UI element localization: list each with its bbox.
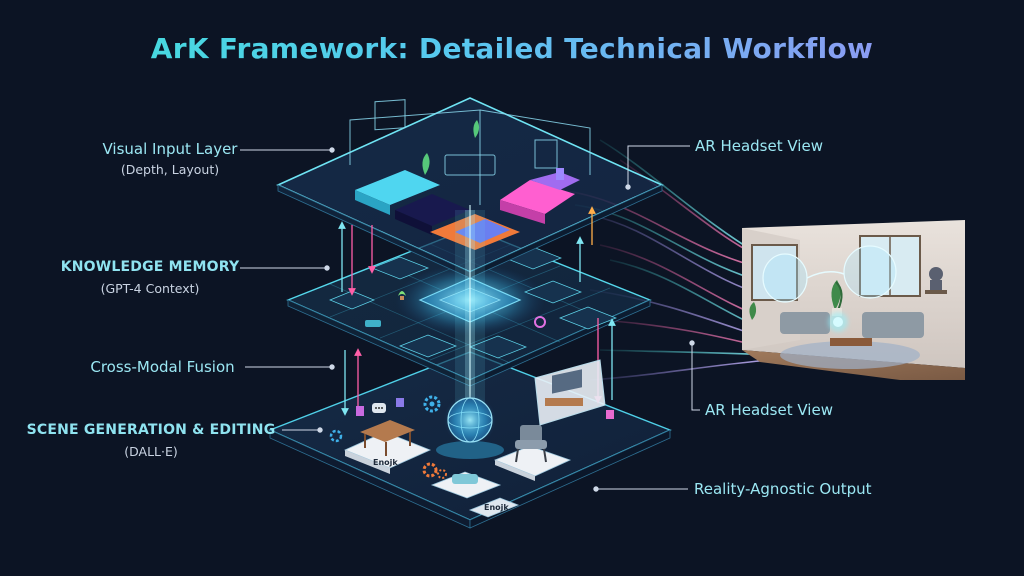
floating-preview-panel <box>534 359 606 426</box>
scene-generation-content: Enojk Enojk <box>329 359 614 518</box>
gear-icon <box>423 395 441 413</box>
gear-icon <box>422 462 447 479</box>
label-visual-input-sub: (Depth, Layout) <box>120 162 220 177</box>
plant-icon <box>422 120 480 175</box>
sofa-card <box>430 471 502 499</box>
chair-icon <box>515 425 547 463</box>
table-card: Enojk <box>343 420 432 474</box>
central-light-beam <box>455 205 485 408</box>
sofa-icon <box>365 320 381 327</box>
label-scene-generation-sub: (DALL·E) <box>124 444 178 459</box>
label-reality-output: Reality-Agnostic Output <box>694 480 872 498</box>
chat-icon <box>372 403 386 413</box>
table-icon <box>360 420 415 456</box>
gear-icon <box>534 316 546 328</box>
label-ar-headset-bottom: AR Headset View <box>705 401 833 419</box>
headset-icon <box>762 245 897 303</box>
purple-block <box>356 406 364 416</box>
label-cross-modal: Cross-Modal Fusion <box>90 358 235 376</box>
card-label-2: Enojk <box>484 503 509 512</box>
tag-card: Enojk <box>468 497 520 518</box>
sofa-icon <box>452 474 478 484</box>
pink-block <box>606 410 614 419</box>
label-knowledge-memory: KNOWLEDGE MEMORY <box>60 259 240 275</box>
label-knowledge-memory-sub: (GPT-4 Context) <box>100 281 200 296</box>
chair-card <box>493 425 572 481</box>
plant-icon <box>831 280 843 316</box>
gear-icon <box>329 429 343 443</box>
leader-lines <box>240 145 700 492</box>
label-scene-generation: SCENE GENERATION & EDITING <box>26 422 276 438</box>
visual-input-plate <box>276 97 664 279</box>
ar-room-view <box>742 220 965 380</box>
plant-icon <box>749 302 757 320</box>
memory-chips <box>329 246 617 359</box>
violet-block <box>396 398 404 407</box>
label-ar-headset-top: AR Headset View <box>695 137 823 155</box>
plant-icon <box>398 291 406 300</box>
globe-icon <box>436 394 504 459</box>
label-visual-input: Visual Input Layer <box>102 140 238 158</box>
page-title: ArK Framework: Detailed Technical Workfl… <box>0 32 1024 65</box>
card-label-1: Enojk <box>373 458 398 467</box>
